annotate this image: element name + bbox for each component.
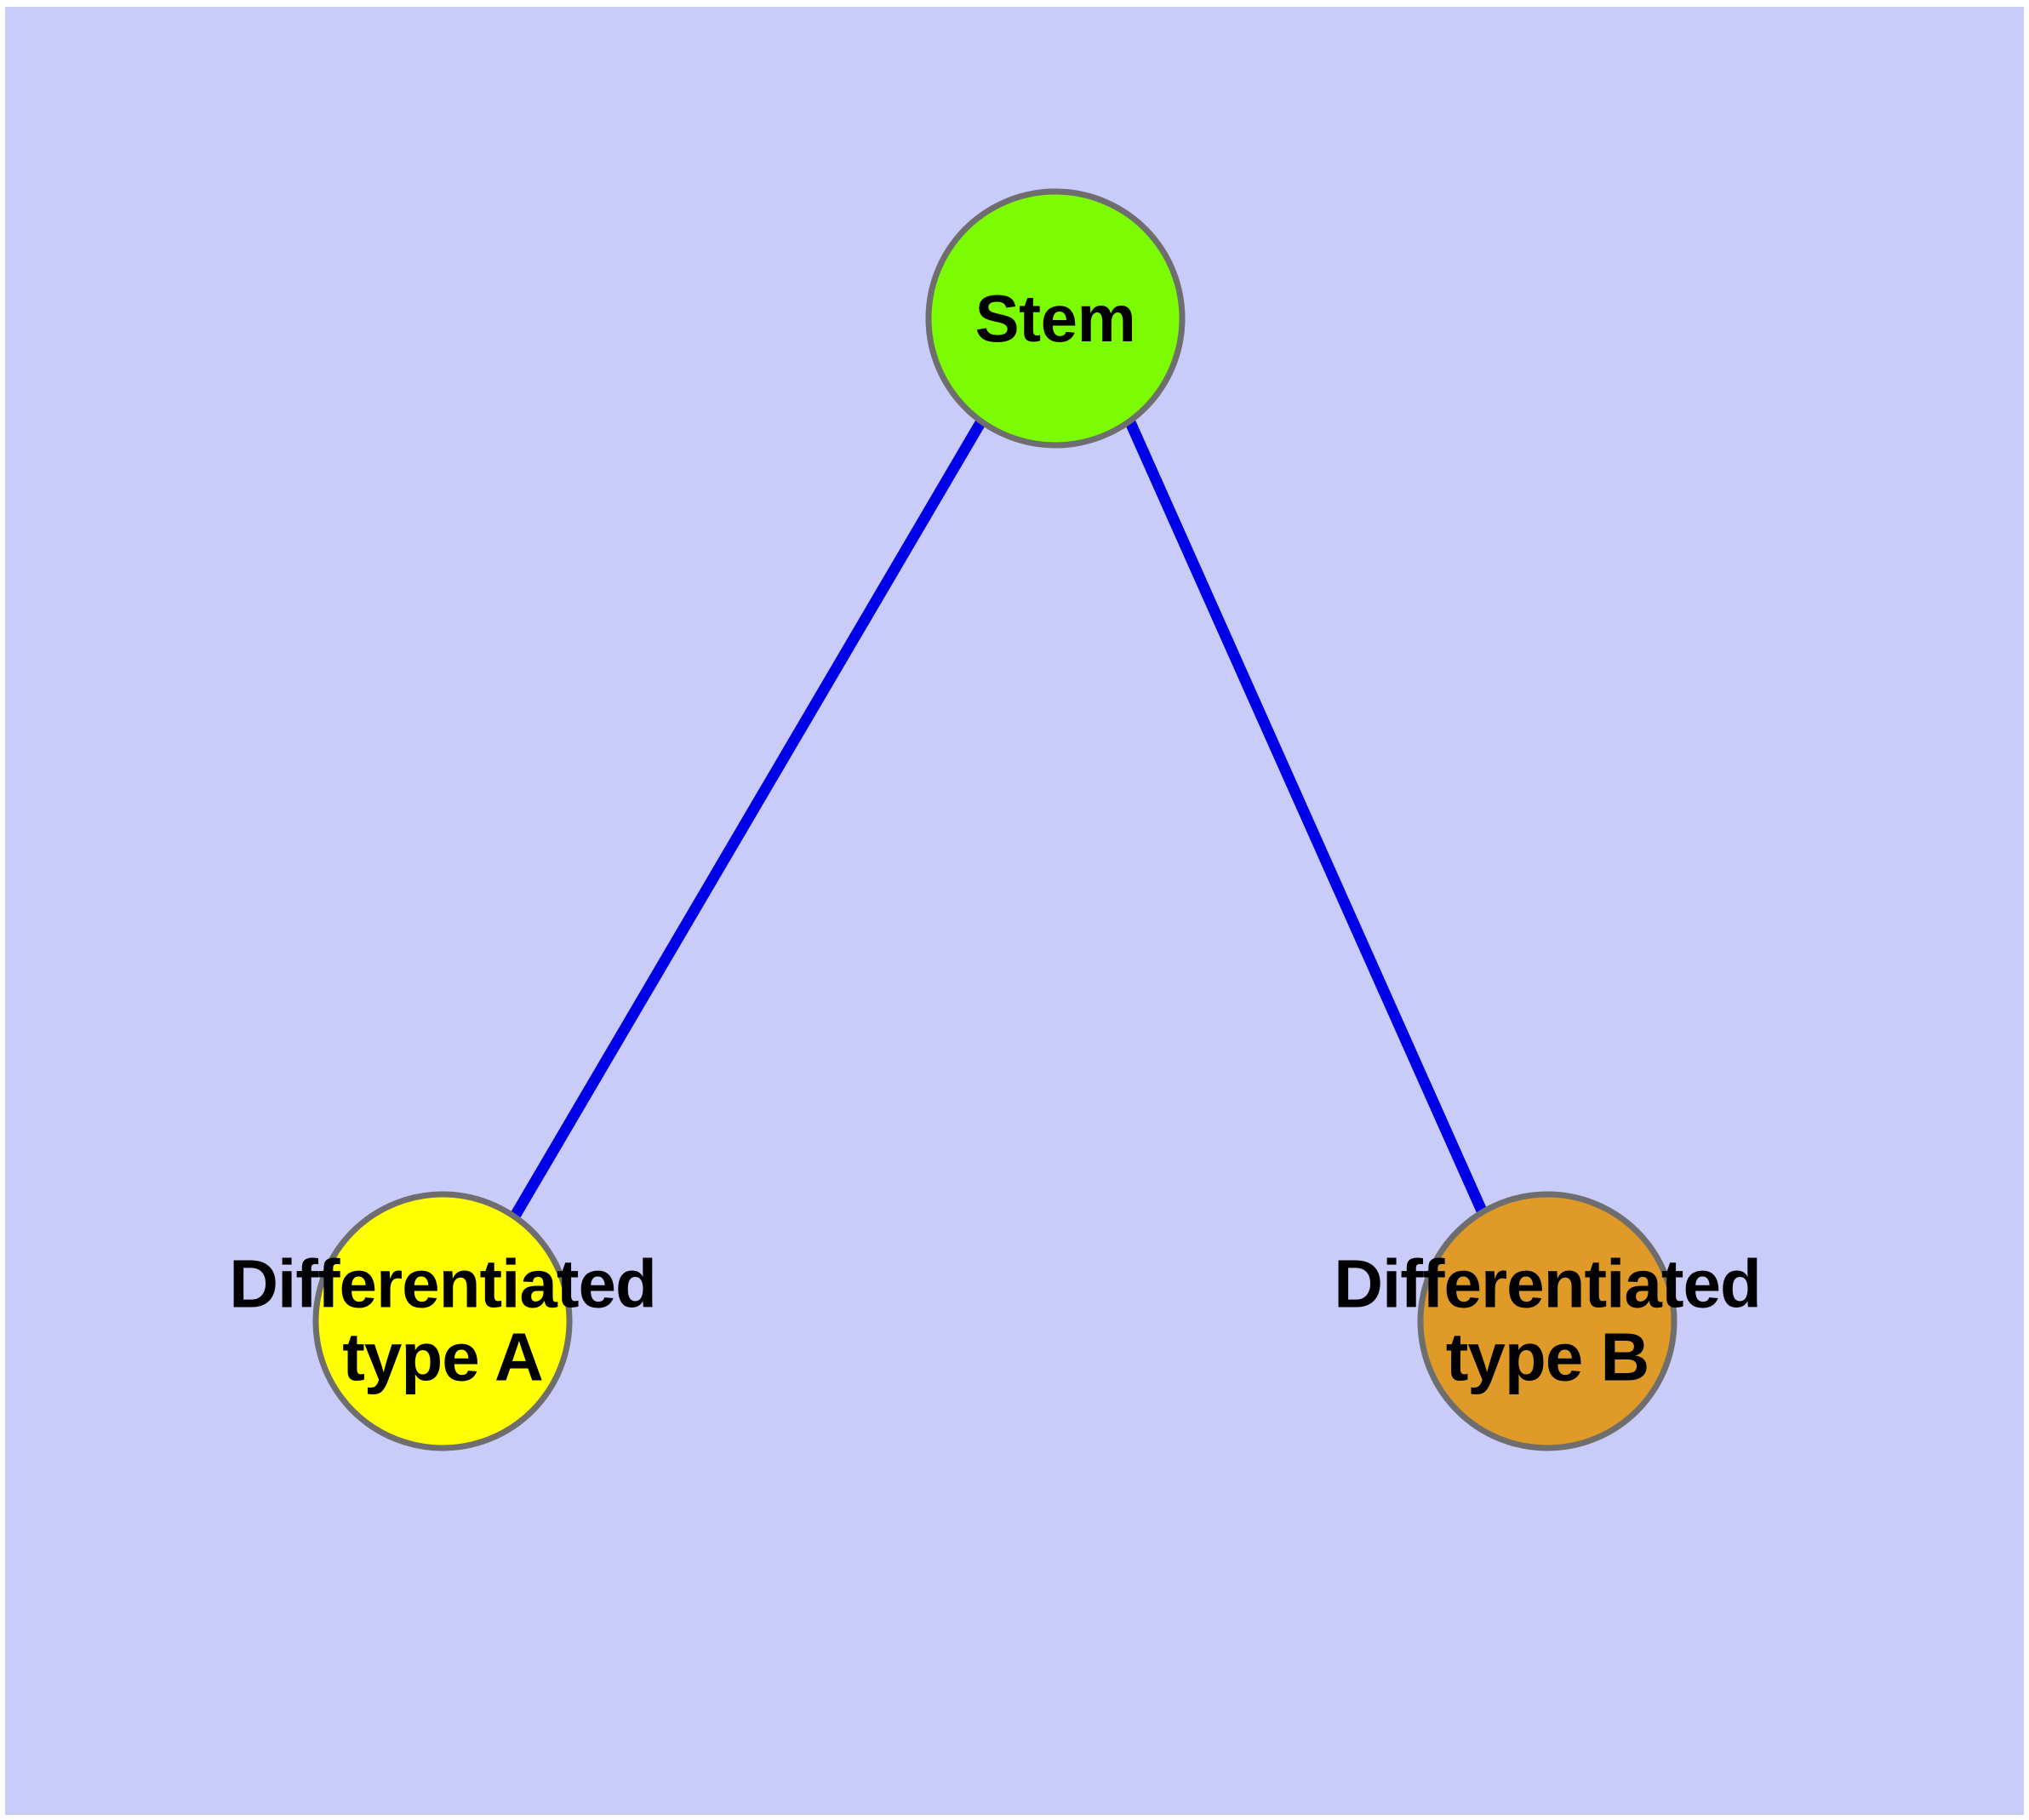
edge-stem-to-diff-a[interactable] — [506, 418, 986, 1227]
node-layer — [312, 188, 1677, 1451]
node-stem-circle[interactable] — [925, 188, 1186, 449]
node-diff-b-circle[interactable] — [1417, 1191, 1677, 1451]
node-diff-a-circle[interactable] — [312, 1191, 573, 1451]
edge-layer — [506, 418, 1493, 1227]
edge-stem-to-diff-b[interactable] — [1125, 420, 1493, 1227]
